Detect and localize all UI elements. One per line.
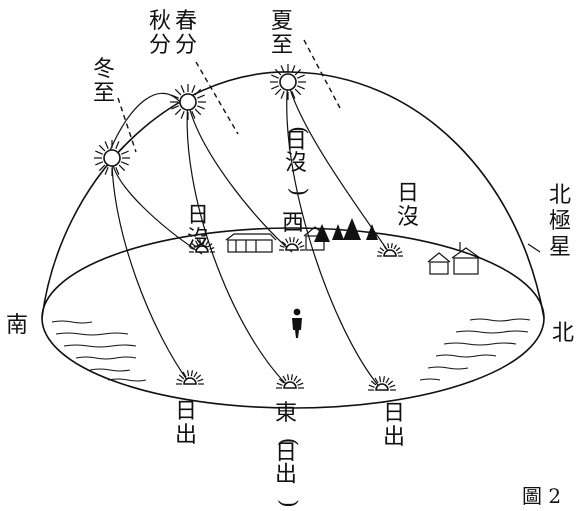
- label-north: 北: [552, 321, 574, 346]
- label-autumn-equinox: 秋分: [149, 9, 171, 58]
- label-south: 南: [6, 313, 28, 338]
- sun-sunrise-east: [276, 374, 304, 389]
- sun-summer-solstice: [270, 64, 306, 100]
- figure-caption: 圖 2: [522, 484, 561, 506]
- sun-sunset-left: [189, 239, 215, 253]
- tree-4: [366, 224, 378, 250]
- label-east-sunrise: 東(日出): [275, 401, 301, 506]
- pointer-equinox: [195, 61, 239, 135]
- water-right: [419, 318, 531, 381]
- tree-1: [314, 224, 330, 252]
- sun-sunset-right: [377, 243, 403, 257]
- horizon-plane: [41, 227, 545, 409]
- label-spring-equinox: 春分: [175, 9, 197, 58]
- arc-left-outer: [105, 92, 181, 161]
- summer-solstice-path: [286, 81, 391, 391]
- tree-3: [343, 218, 361, 252]
- village-scenery: [225, 218, 481, 275]
- label-summer-solstice: 夏至: [271, 9, 293, 58]
- sun-winter-solstice: [94, 140, 130, 176]
- observer-figure: [292, 308, 302, 338]
- label-pole-star: 北極星: [549, 183, 571, 260]
- sky-dome: [41, 71, 545, 319]
- winter-solstice-path: [111, 157, 203, 385]
- water-left: [51, 320, 147, 382]
- label-sunrise-left: 日出: [175, 399, 197, 448]
- label-sunset-middle: (日沒): [285, 126, 311, 196]
- pointer-winter: [117, 97, 137, 153]
- pole-star-tick: [527, 243, 541, 253]
- label-sunset-right: 日沒: [397, 181, 419, 230]
- sun-sunrise-left: [176, 370, 204, 385]
- label-winter-solstice: 冬至: [93, 57, 115, 106]
- label-sunrise-right: 日出: [383, 401, 405, 450]
- tree-2: [332, 224, 344, 250]
- equinox-path: [186, 101, 293, 389]
- label-west: 西: [282, 211, 304, 236]
- pointer-summer: [303, 39, 341, 109]
- house-right-2: [453, 257, 479, 275]
- sun-equinox-high: [170, 84, 206, 120]
- sun-sunrise-right: [368, 376, 396, 391]
- label-sunset-left: 日沒: [187, 203, 209, 252]
- suns-group: [94, 64, 403, 391]
- sun-sunset-west: [279, 237, 305, 251]
- house-right-1: [429, 261, 449, 275]
